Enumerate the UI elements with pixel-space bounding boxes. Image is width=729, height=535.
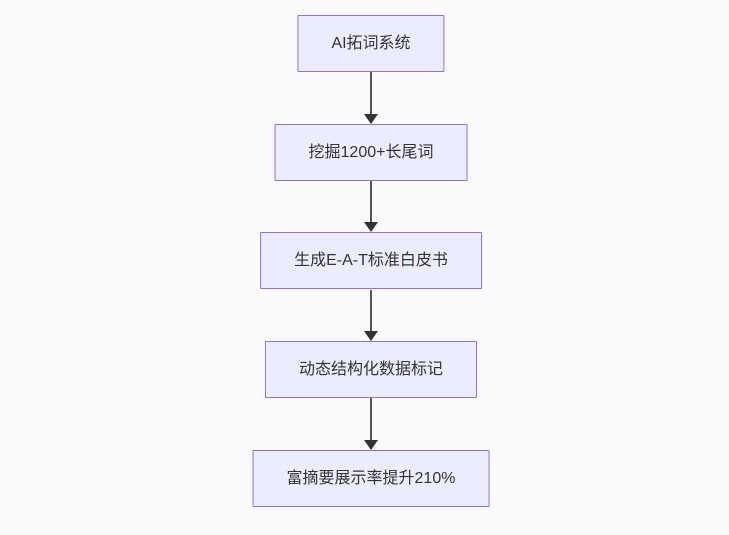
flowchart-node-longtail-mining: 挖掘1200+长尾词 (274, 124, 468, 181)
edge-line (370, 398, 372, 442)
flowchart-edge-n0-n1 (364, 72, 378, 124)
node-label: 挖掘1200+长尾词 (308, 143, 434, 161)
flowchart-node-structured-data-markup: 动态结构化数据标记 (264, 341, 478, 398)
flowchart-node-ai-keyword-system: AI拓词系统 (297, 15, 445, 72)
flowchart-edge-n1-n2 (364, 181, 378, 232)
node-label: 生成E-A-T标准白皮书 (294, 251, 448, 269)
node-label: 富摘要展示率提升210% (286, 469, 456, 487)
edge-line (370, 72, 372, 116)
arrowhead-down-icon (364, 331, 378, 341)
arrowhead-down-icon (364, 222, 378, 232)
arrowhead-down-icon (364, 114, 378, 124)
flowchart-edge-n2-n3 (364, 290, 378, 341)
edge-line (370, 181, 372, 224)
node-label: AI拓词系统 (331, 34, 411, 52)
flowchart-node-rich-snippet-rate: 富摘要展示率提升210% (252, 450, 490, 507)
flowchart-edge-n3-n4 (364, 398, 378, 450)
edge-line (370, 290, 372, 333)
node-label: 动态结构化数据标记 (298, 360, 444, 378)
flowchart-node-eat-whitepaper: 生成E-A-T标准白皮书 (260, 232, 482, 289)
arrowhead-down-icon (364, 440, 378, 450)
